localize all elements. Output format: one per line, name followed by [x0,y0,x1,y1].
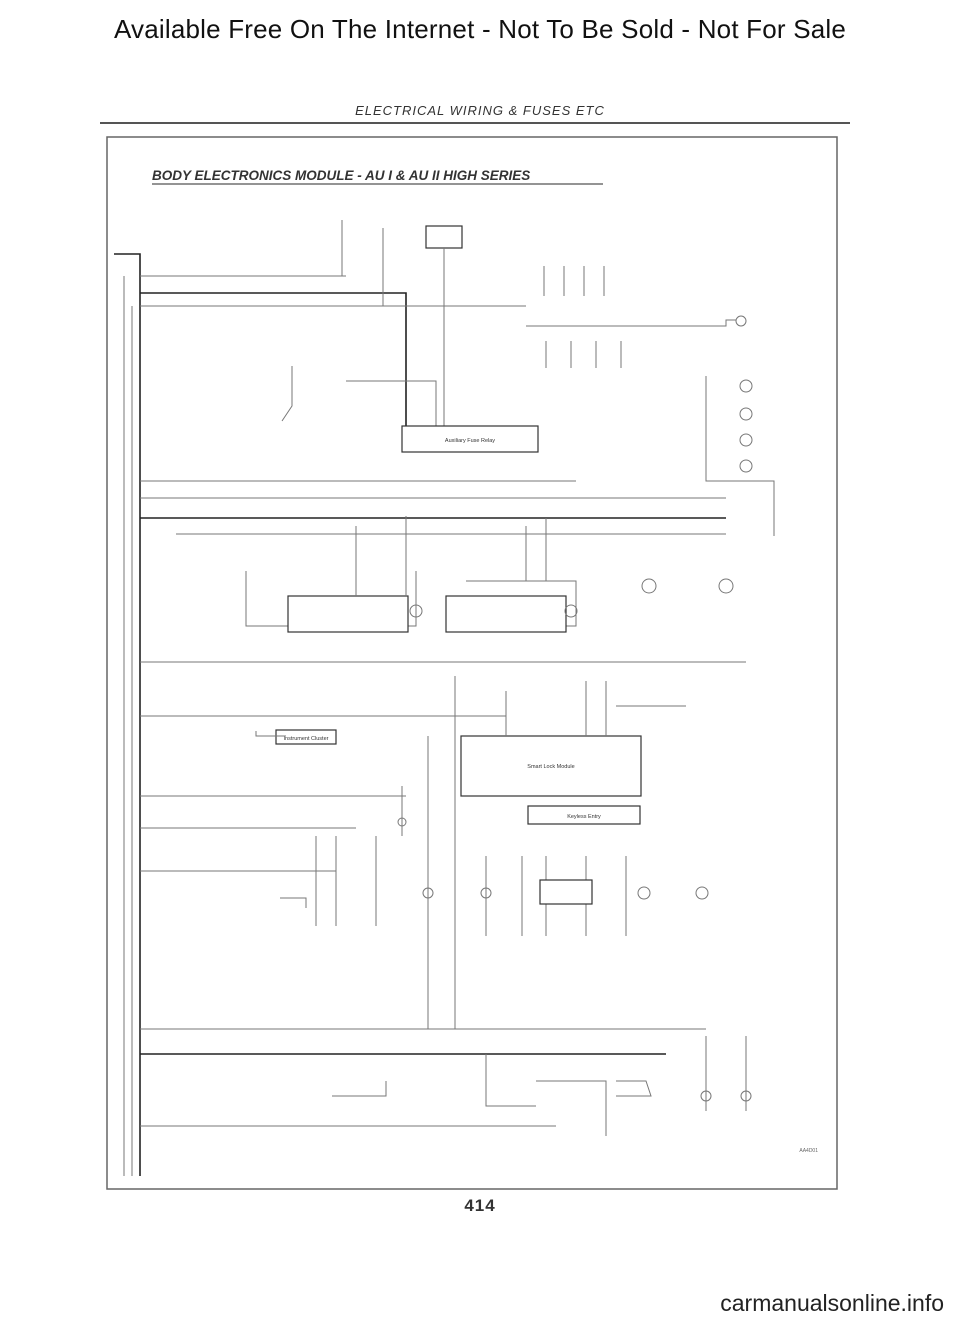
figure-id: AA4D01 [799,1148,818,1154]
box-keyless-entry-label: Keyless Entry [567,814,601,820]
section-header: ELECTRICAL WIRING & FUSES ETC [355,103,605,118]
box-instrument-cluster [275,729,337,745]
box-smart-lock-module [460,735,642,797]
right-connector-column [705,376,775,536]
diagram-title: BODY ELECTRONICS MODULE - AU I & AU II H… [152,168,530,183]
lower-wiring [255,676,709,1029]
left-bus [114,253,141,1176]
upper-switch-bank [281,220,747,426]
box-auxiliary-fuse-relay-label: Auxiliary Fuse Relay [445,438,495,444]
wiring-diagram: BODY ELECTRONICS MODULE - AU I & AU II H… [106,136,838,1190]
page-number: 414 [464,1196,496,1215]
banner: Available Free On The Internet - Not To … [113,14,847,44]
header-rule [100,122,850,124]
door-lock-motor-section [245,516,734,633]
trunk-wires [140,275,746,1127]
diagram-frame [106,136,838,1190]
box-instrument-cluster-label: Instrument Cluster [284,736,329,742]
box-keyless-entry [527,805,641,825]
watermark: carmanualsonline.info [720,1290,944,1316]
bottom-circuit [332,1036,752,1136]
box-auxiliary-fuse-relay [401,425,539,453]
box-smart-lock-module-label: Smart Lock Module [527,764,574,770]
